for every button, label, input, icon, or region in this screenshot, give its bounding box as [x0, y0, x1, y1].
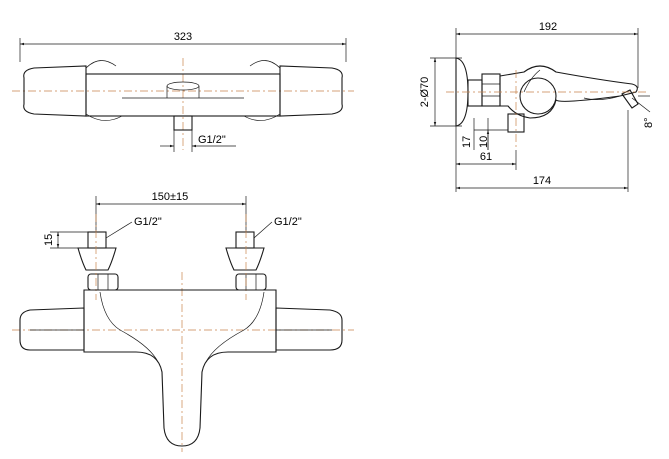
- front-view: 150±15 15 G1/2" G1/2": [12, 191, 354, 452]
- nut-side: [481, 73, 501, 107]
- front-spacing-label: 150±15: [152, 191, 189, 203]
- side-10-label: 10: [478, 136, 490, 148]
- left-eccentric: [77, 247, 117, 271]
- eccentric-connector: [467, 79, 483, 107]
- side-view: 192 2-Ø70 8° 17 10: [419, 21, 655, 192]
- top-view: 323 G1/2": [12, 31, 354, 152]
- front-thread-left-label: G1/2": [134, 216, 162, 228]
- left-handle-front: [19, 307, 85, 351]
- top-width-label: 323: [174, 31, 192, 43]
- side-length-label: 192: [539, 21, 557, 33]
- side-61-label: 61: [480, 151, 492, 163]
- right-nut: [235, 273, 267, 291]
- side-174-label: 174: [533, 175, 551, 187]
- mixer-body-front: [83, 289, 277, 447]
- side-spout: [621, 89, 639, 109]
- left-inlet-stub: [87, 231, 107, 249]
- inlet-stub-top: [173, 115, 193, 131]
- side-angle-label: 8°: [643, 117, 655, 128]
- side-diameter-label: 2-Ø70: [419, 77, 431, 108]
- top-thread-label: G1/2": [198, 134, 226, 146]
- right-inlet-stub: [235, 231, 255, 249]
- right-handle-front: [275, 307, 343, 351]
- front-thread-right-label: G1/2": [274, 216, 302, 228]
- front-height-label: 15: [43, 234, 55, 246]
- side-handle-knob: [519, 77, 557, 115]
- side-17-label: 17: [461, 136, 473, 148]
- right-eccentric: [225, 247, 265, 271]
- left-nut: [87, 273, 119, 291]
